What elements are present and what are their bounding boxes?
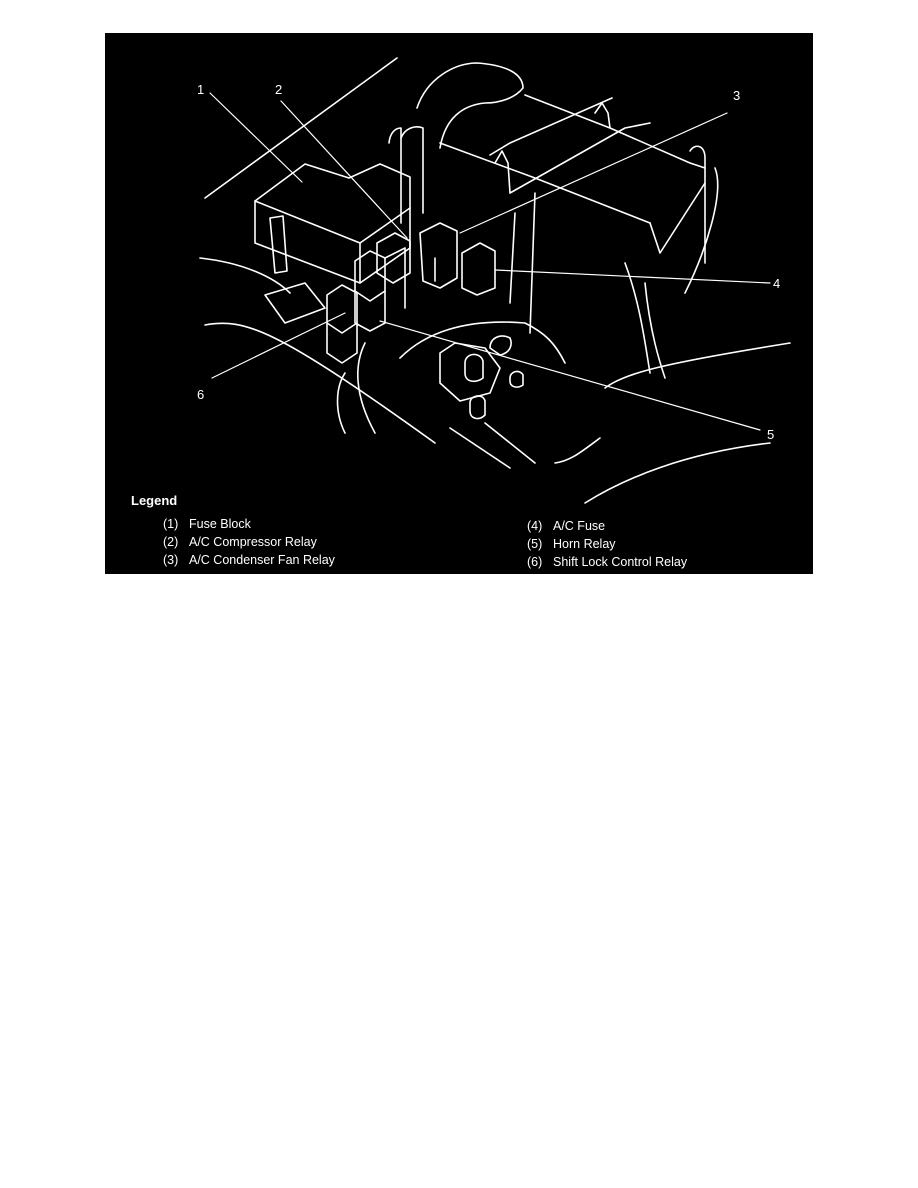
callout-6: 6	[197, 387, 205, 402]
callout-4: 4	[773, 276, 781, 291]
legend-item-6: (6)Shift Lock Control Relay	[527, 555, 688, 569]
legend-item-1: (1)Fuse Block	[163, 517, 251, 531]
relays	[326, 222, 496, 364]
legend-item-4: (4)A/C Fuse	[527, 519, 606, 533]
legend-item-3: (3)A/C Condenser Fan Relay	[163, 553, 335, 567]
callout-2: 2	[275, 82, 283, 97]
battery	[439, 94, 719, 379]
fuse-block	[254, 163, 411, 324]
callout-3: 3	[733, 88, 741, 103]
engine-bay-illustration	[199, 57, 791, 504]
leader-lines	[209, 92, 771, 431]
callout-1: 1	[197, 82, 205, 97]
diagram-panel: 1 2 3 4 5 6 Legend (1)Fuse Block (2)A/C …	[105, 33, 813, 574]
legend-item-5: (5)Horn Relay	[527, 537, 616, 551]
legend-item-2: (2)A/C Compressor Relay	[163, 535, 317, 549]
legend-title: Legend	[131, 493, 178, 508]
callout-5: 5	[767, 427, 775, 442]
